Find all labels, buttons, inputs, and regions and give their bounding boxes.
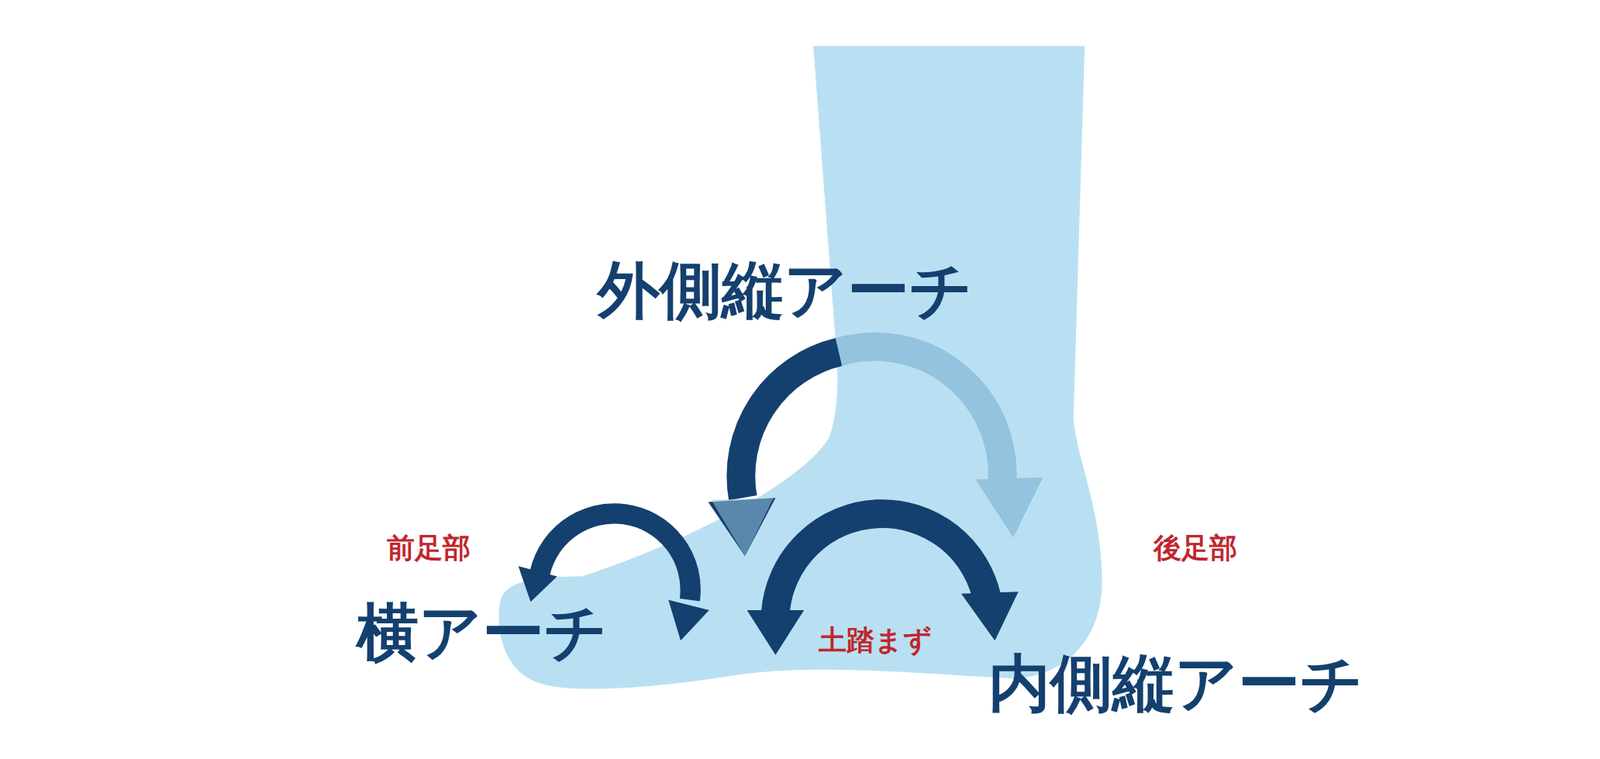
arch-arrow-light bbox=[838, 346, 1003, 485]
arch-label: 横アーチ bbox=[356, 598, 608, 667]
region-label: 後足部 bbox=[1153, 532, 1238, 564]
arrow-head bbox=[708, 497, 776, 556]
arch-label: 内側縦アーチ bbox=[988, 649, 1364, 718]
arch-arrow bbox=[775, 513, 988, 613]
arch-arrow bbox=[741, 351, 839, 498]
arrow-head bbox=[668, 600, 710, 642]
foot-silhouette bbox=[498, 45, 1102, 689]
arrow-head bbox=[518, 565, 558, 602]
arrow-head-light bbox=[975, 477, 1043, 538]
arrow-head-overlay bbox=[710, 497, 773, 556]
arch-arrow bbox=[538, 513, 691, 600]
arrow-head bbox=[961, 591, 1019, 641]
arrow-head bbox=[747, 610, 805, 656]
region-label: 前足部 bbox=[386, 532, 471, 564]
arch-label: 外側縦アーチ bbox=[597, 256, 973, 325]
region-label: 土踏まず bbox=[818, 624, 932, 656]
